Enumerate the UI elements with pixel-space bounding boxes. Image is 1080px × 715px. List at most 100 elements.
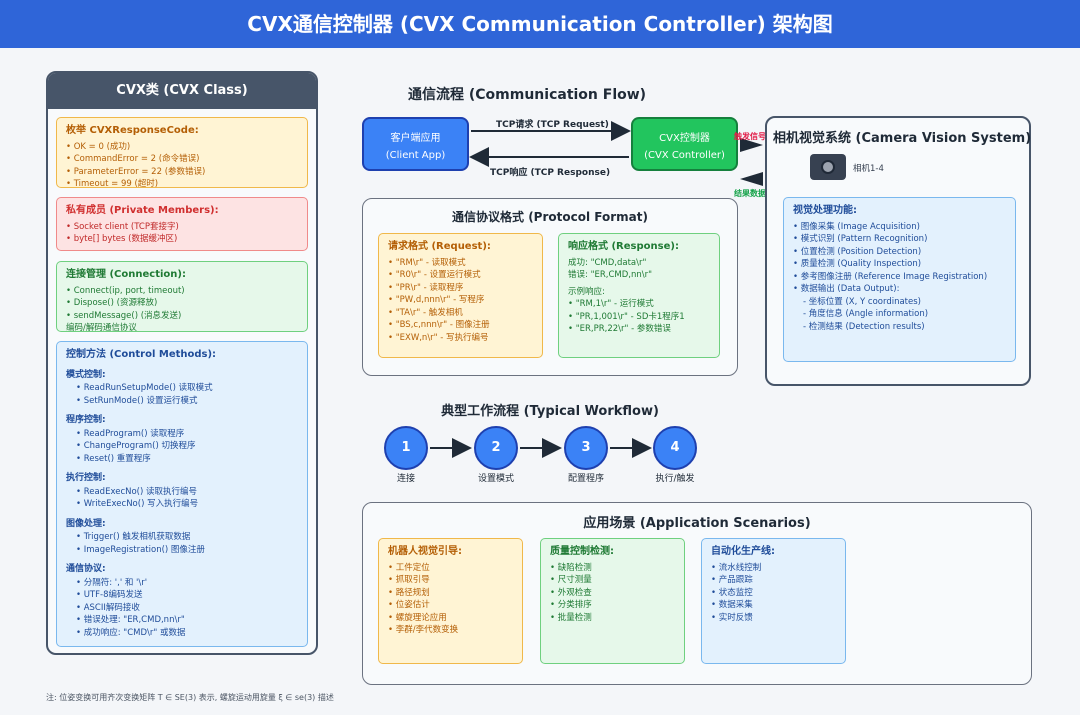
workflow-step-label: 连接 [396, 474, 415, 484]
response-example-title: 示例响应: [568, 286, 605, 297]
connection-item: • Dispose() (资源释放) [66, 298, 158, 308]
automation-item: • 产品跟踪 [711, 575, 753, 585]
control-methods-box: 控制方法 (Control Methods): 模式控制: • ReadRunS… [56, 341, 308, 647]
method-group-title: 执行控制: [66, 473, 106, 483]
response-ok: 成功: "CMD,data\r" [568, 257, 647, 268]
methods-title: 控制方法 (Control Methods): [66, 349, 217, 360]
automation-item: • 实时反馈 [711, 612, 753, 623]
footnote: 注: 位姿变换可用齐次变换矩阵 T ∈ SE(3) 表示, 螺旋运动用旋量 ξ … [46, 693, 334, 702]
method-item: • UTF-8编码发送 [76, 590, 143, 600]
method-item: • ImageRegistration() 图像注册 [76, 544, 205, 555]
response-err: 错误: "ER,CMD,nn\r" [568, 270, 653, 280]
camera-title: 相机视觉系统 (Camera Vision System) [773, 131, 1032, 146]
quality-control-title: 质量控制检测: [550, 546, 614, 557]
request-item: • "PR\r" - 读取程序 [388, 282, 464, 293]
connection-item: • Connect(ip, port, timeout) [66, 285, 185, 296]
result-arrow [740, 172, 763, 186]
vision-item: • 数据输出 (Data Output): [793, 284, 900, 294]
camera-label: 相机1-4 [853, 164, 884, 174]
quality-item: • 尺寸测量 [550, 575, 592, 585]
workflow-step-4: 4 [653, 426, 697, 470]
request-item: • "RM\r" - 读取模式 [388, 257, 466, 268]
robot-item: • 工件定位 [388, 562, 430, 573]
enum-item: • Timeout = 99 (超时) [66, 179, 159, 188]
page-title: CVX通信控制器 (CVX Communication Controller) … [0, 0, 1080, 48]
method-group-title: 程序控制: [66, 415, 106, 425]
robot-item: • 李群/李代数变换 [388, 625, 459, 635]
method-item: • WriteExecNo() 写入执行编号 [76, 499, 199, 509]
request-item: • "EXW,n\r" - 写执行编号 [388, 332, 489, 343]
members-title: 私有成员 (Private Members): [66, 205, 219, 216]
robot-item: • 螺旋理论应用 [388, 612, 447, 623]
scenarios-title: 应用场景 (Application Scenarios) [583, 516, 811, 531]
workflow-step-2: 2 [474, 426, 518, 470]
robot-item: • 路径规划 [388, 587, 430, 598]
vision-subitem: - 检测结果 (Detection results) [803, 321, 925, 332]
response-format-title: 响应格式 (Response): [568, 241, 679, 252]
quality-item: • 分类排序 [550, 600, 592, 610]
method-item: • ASCII解码接收 [76, 602, 140, 613]
response-label: TCP响应 (TCP Response) [490, 168, 611, 178]
quality-item: • 外观检查 [550, 587, 592, 598]
camera-icon [810, 154, 846, 180]
vision-item: • 质量检测 (Quality Inspection) [793, 259, 922, 269]
client-label: 客户端应用 [390, 133, 441, 144]
connection-item: • sendMessage() (消息发送) [66, 310, 182, 321]
client-sublabel: (Client App) [385, 150, 446, 161]
automation-line-box: 自动化生产线: • 流水线控制 • 产品跟踪 • 状态监控 • 数据采集 • 实… [701, 538, 846, 664]
automation-item: • 数据采集 [711, 600, 753, 610]
enum-item: • CommandError = 2 (命令错误) [66, 154, 200, 164]
workflow-title: 典型工作流程 (Typical Workflow) [441, 404, 659, 419]
workflow-step-3: 3 [564, 426, 608, 470]
vision-subitem: - 坐标位置 (X, Y coordinates) [803, 296, 921, 307]
quality-control-box: 质量控制检测: • 缺陷检测 • 尺寸测量 • 外观检查 • 分类排序 • 批量… [540, 538, 685, 664]
method-item: • Reset() 重置程序 [76, 453, 151, 464]
workflow-step-label: 设置模式 [477, 474, 514, 484]
vision-subitem: - 角度信息 (Angle information) [803, 309, 929, 319]
method-item: • ReadRunSetupMode() 读取模式 [76, 383, 213, 393]
result-label: 结果数据 [734, 189, 766, 198]
method-item: • Trigger() 触发相机获取数据 [76, 532, 191, 542]
protocol-title: 通信协议格式 (Protocol Format) [452, 210, 648, 224]
request-label: TCP请求 (TCP Request) [496, 120, 609, 130]
workflow-step-label: 执行/触发 [655, 474, 695, 484]
vision-functions-title: 视觉处理功能: [793, 205, 857, 216]
class-panel-header: CVX类 (CVX Class) [48, 73, 316, 109]
request-item: • "PW,d,nnn\r" - 写程序 [388, 295, 485, 305]
cvx-label: CVX控制器 [659, 133, 710, 144]
request-format-box: 请求格式 (Request): • "RM\r" - 读取模式 • "R0\r"… [378, 233, 543, 358]
robot-item: • 抓取引导 [388, 575, 430, 585]
trigger-label: 触发信号 [734, 132, 766, 141]
method-item: • ChangeProgram() 切换程序 [76, 441, 196, 451]
request-item: • "TA\r" - 触发相机 [388, 307, 463, 318]
member-item: • Socket client (TCP套接字) [66, 221, 179, 232]
response-format-box: 响应格式 (Response): 成功: "CMD,data\r" 错误: "E… [558, 233, 720, 358]
vision-item: • 位置检测 (Position Detection) [793, 246, 922, 257]
connection-box: 连接管理 (Connection): • Connect(ip, port, t… [56, 261, 308, 332]
vision-item: • 图像采集 (Image Acquisition) [793, 221, 920, 232]
request-item: • "BS,c,nnn\r" - 图像注册 [388, 320, 490, 330]
cvx-controller-node: CVX控制器 (CVX Controller) [631, 117, 738, 171]
method-item: • 成功响应: "CMD\r" 或数据 [76, 627, 186, 638]
vision-item: • 参考图像注册 (Reference Image Registration) [793, 271, 988, 282]
response-example: • "PR,1,001\r" - SD卡1程序1 [568, 311, 685, 322]
quality-item: • 批量检测 [550, 612, 592, 623]
method-item: • 错误处理: "ER,CMD,nn\r" [76, 615, 185, 625]
method-item: • SetRunMode() 设置运行模式 [76, 395, 198, 406]
workflow-step-1: 1 [384, 426, 428, 470]
enum-item: • OK = 0 (成功) [66, 141, 131, 152]
robot-guidance-box: 机器人视觉引导: • 工件定位 • 抓取引导 • 路径规划 • 位姿估计 • 螺… [378, 538, 523, 664]
quality-item: • 缺陷检测 [550, 562, 592, 573]
automation-item: • 流水线控制 [711, 562, 762, 573]
method-item: • 分隔符: ',' 和 '\r' [76, 577, 148, 588]
flow-title: 通信流程 (Communication Flow) [408, 87, 647, 103]
robot-guidance-title: 机器人视觉引导: [388, 546, 462, 557]
request-item: • "R0\r" - 设置运行模式 [388, 270, 481, 280]
enum-box: 枚举 CVXResponseCode: • OK = 0 (成功) • Comm… [56, 117, 308, 188]
private-members-box: 私有成员 (Private Members): • Socket client … [56, 197, 308, 251]
trigger-arrow [740, 138, 763, 152]
member-item: • byte[] bytes (数据缓冲区) [66, 234, 178, 244]
robot-item: • 位姿估计 [388, 600, 430, 610]
cvx-sublabel: (CVX Controller) [644, 150, 725, 161]
